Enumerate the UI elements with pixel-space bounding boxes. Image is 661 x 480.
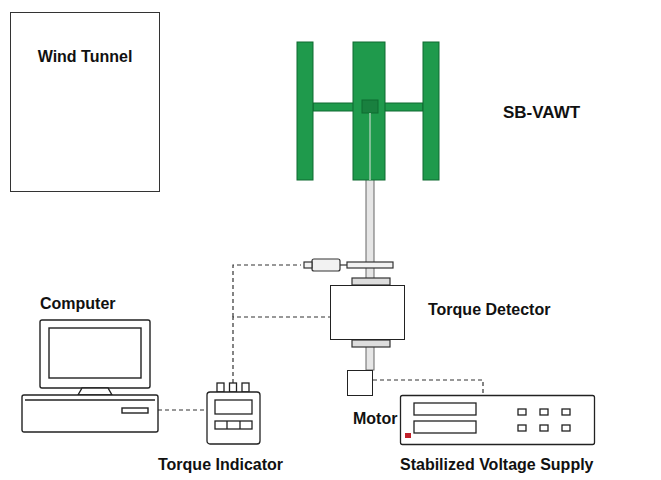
computer-icon: Computer [22,320,158,432]
voltage-supply-device: Stabilized Voltage Supply [400,395,595,445]
torque-indicator-device: Torque Indicator [205,385,262,445]
signal-wire [233,317,330,383]
turbine-rotor [297,42,439,180]
node-label: Torque Indicator [158,455,283,474]
sensor-wire [233,265,301,317]
part-label: SB-VAWT [503,103,580,123]
node-label: Computer [40,294,116,313]
speed-sensor [304,259,393,271]
signal-wire [373,380,483,395]
signal-wire [158,409,205,410]
device-drawing [400,395,595,445]
motor-box: Motor [347,370,373,396]
node-label: Motor [353,409,397,428]
node-label: Wind Tunnel [11,47,159,66]
torque-detector-box: Torque Detector [330,285,405,340]
node-label: Torque Detector [428,300,550,319]
device-drawing [205,385,262,445]
node-label: Stabilized Voltage Supply [400,455,594,474]
wind-tunnel-box: Wind Tunnel [10,12,160,192]
device-drawing [22,320,158,432]
